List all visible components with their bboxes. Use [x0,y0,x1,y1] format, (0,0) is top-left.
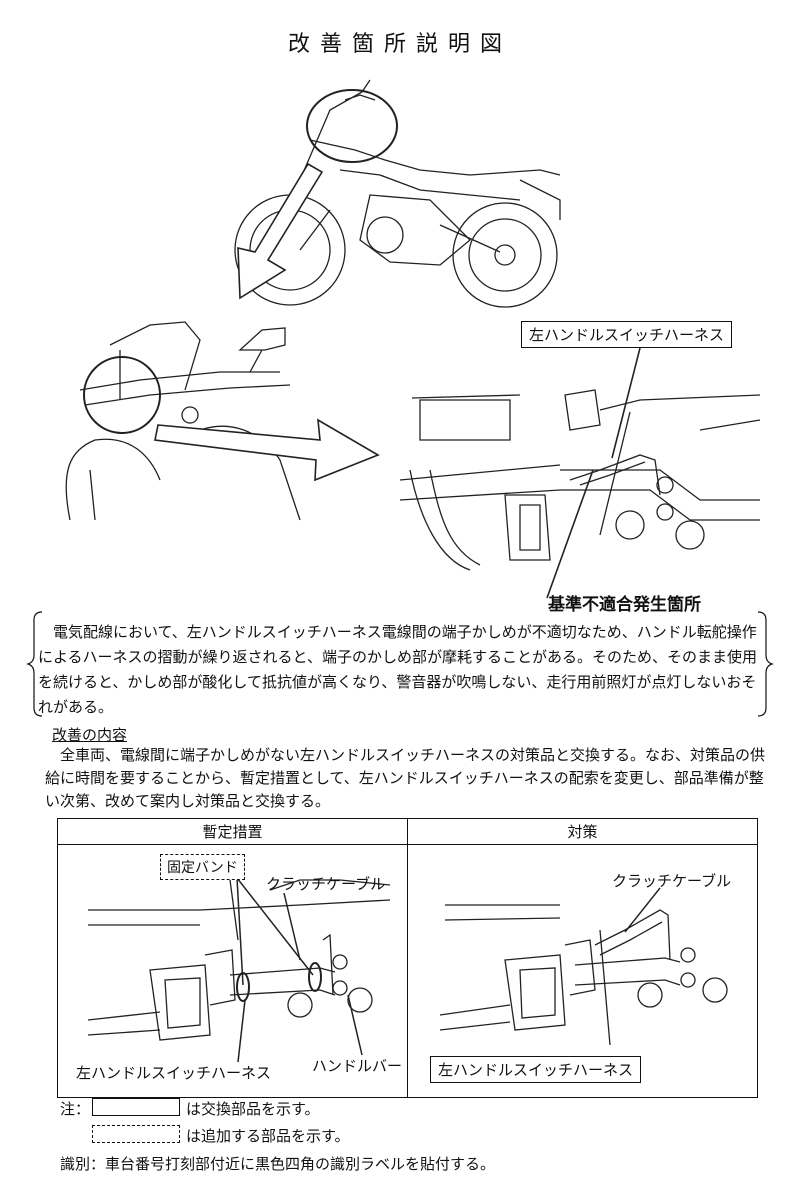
interim-cell [57,844,408,1098]
note-dashed-box: は追加する部品を示す。 [186,1127,350,1145]
improvement-text: 全車両、電線間に端子かしめがない左ハンドルスイッチハーネスの対策品と交換する。な… [45,746,766,810]
note-solid-box: は交換部品を示す。 [186,1100,320,1118]
interim-column-header: 暫定措置 [57,818,408,845]
comparison-table: 暫定措置 対策 [57,818,758,1098]
countermeasure-cell [407,844,758,1098]
improvement-heading: 改善の内容 [52,726,128,744]
handlebar-zoom-illustration [399,389,761,571]
note-prefix: 注： [60,1100,91,1118]
page-title: 改善箇所説明図 [287,32,512,57]
dashed-box-legend [92,1125,180,1143]
handlebar-label: ハンドルバー [312,1057,403,1075]
countermeasure-column-header: 対策 [407,818,758,845]
arrow-to-detail [237,162,324,300]
solid-box-legend [92,1098,180,1116]
left-handle-switch-harness-label-interim: 左ハンドルスイッチハーネス [76,1064,272,1082]
nonconformity-location-label: 基準不適合発生箇所 [548,595,701,615]
motorcycle-side-illustration [234,79,561,308]
notice-text: 電気配線において、左ハンドルスイッチハーネス電線間の端子かしめが不適切なため、ハ… [38,623,757,716]
clutch-cable-label-countermeasure: クラッチケーブル [612,872,732,890]
left-handle-switch-harness-label-countermeasure: 左ハンドルスイッチハーネス [430,1056,642,1083]
clutch-cable-label-interim: クラッチケーブル [266,875,386,893]
left-handle-switch-harness-label: 左ハンドルスイッチハーネス [521,321,733,348]
fixing-band-label: 固定バンド [160,854,245,880]
cockpit-illustration [65,321,301,521]
identification-note: 識別：車台番号打刻部付近に黒色四角の識別ラベルを貼付する。 [60,1155,496,1173]
arrow-to-zoom [154,418,380,482]
